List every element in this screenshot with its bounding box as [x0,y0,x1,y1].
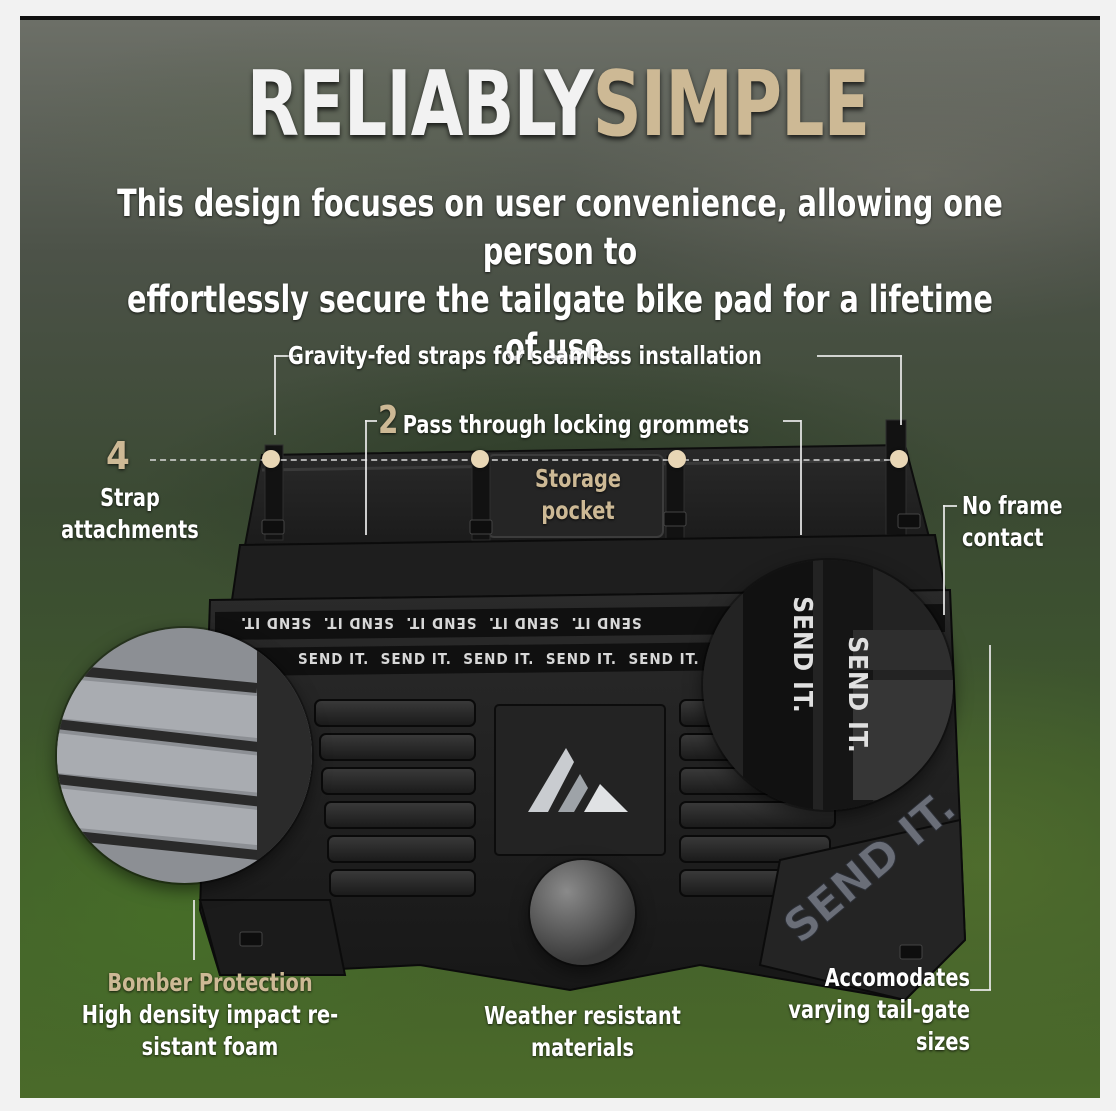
strap-count: 4 [106,434,130,478]
callout-gravity-straps: Gravity-fed straps for seamless installa… [288,341,762,370]
foam-closeup-circle [57,628,312,883]
headline: RELIABLYSIMPLE [89,52,1026,157]
grommets-count: 2 [378,398,399,442]
callout-storage-pocket: Storage pocket [534,464,622,525]
strap-attachment-dot-icon [890,450,908,468]
strap-closeup-circle: SEND IT. SEND IT. [703,560,953,810]
headline-word-1: RELIABLY [246,52,594,157]
callout-varying-sizes: Accomodates varying tail-gate sizes [788,963,970,1056]
strap-closeup-text-1: SEND IT. [786,596,817,714]
grommets-label: Pass through locking grommets [402,410,750,439]
headline-word-2: SIMPLE [592,52,870,157]
callout-grommets: 2 Pass through locking grommets [378,398,756,442]
callout-weather-resistant: Weather resistant materials [484,1001,681,1062]
strap-dashed-line [150,459,900,461]
material-closeup-circle [530,860,635,965]
strap-attachment-dot-icon [262,450,280,468]
callout-strap-attachments: Strap attachments [61,483,199,544]
callout-bomber-protection: Bomber Protection High density impact re… [68,967,352,1063]
top-border [20,16,1100,20]
subtitle: This design focuses on user convenience,… [113,180,1007,372]
subtitle-line-1: This design focuses on user convenience,… [117,182,1003,273]
strap-attachment-dot-icon [668,450,686,468]
brand-logo-icon [528,748,628,812]
strap-text-row-1: SEND IT. SEND IT. SEND IT. SEND IT. SEND… [240,614,642,632]
subtitle-line-2: effortlessly secure the tailgate bike pa… [127,278,993,369]
bomber-title: Bomber Protection [107,968,313,997]
strap-attachment-dot-icon [471,450,489,468]
callout-no-frame-contact: No frame contact [962,491,1063,552]
strap-text-row-2: SEND IT. SEND IT. SEND IT. SEND IT. SEND… [298,650,700,668]
strap-closeup-text-2: SEND IT. [841,636,872,754]
